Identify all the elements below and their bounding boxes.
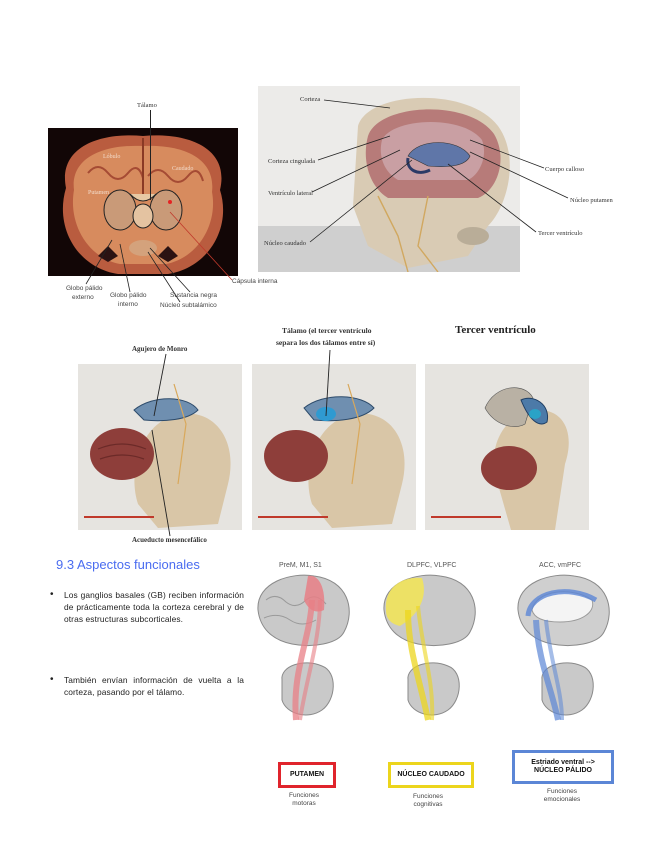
estriado-ventral-text: Estriado ventral --> bbox=[531, 759, 595, 767]
nucleo-palido-tag: Estriado ventral --> NÚCLEO PÁLIDO bbox=[512, 750, 614, 784]
cognitive-circuit-brain-image bbox=[378, 570, 482, 740]
nucleo-palido-text: NÚCLEO PÁLIDO bbox=[534, 767, 592, 775]
func-label-line2: motoras bbox=[278, 800, 330, 808]
bullet-dot-icon: • bbox=[50, 589, 54, 601]
emotional-functions-label: Funciones emocionales bbox=[530, 788, 594, 804]
motor-functions-label: Funciones motoras bbox=[278, 792, 330, 808]
putamen-tag: PUTAMEN bbox=[278, 762, 336, 788]
figure2-leader-lines bbox=[0, 0, 655, 300]
cognitive-functions-label: Funciones cognitivas bbox=[398, 793, 458, 809]
bullet-dot-icon: • bbox=[50, 674, 54, 686]
motor-circuit-brain-image bbox=[252, 570, 356, 740]
region-label-cognitive: DLPFC, VLPFC bbox=[407, 562, 456, 569]
bullet-item-1: • Los ganglios basales (GB) reciben info… bbox=[64, 589, 244, 625]
func-label-line1: Funciones bbox=[278, 792, 330, 800]
section-title: 9.3 Aspectos funcionales bbox=[56, 557, 200, 572]
func-label-line2: cognitivas bbox=[398, 801, 458, 809]
bullet-item-2: • También envían información de vuelta a… bbox=[64, 674, 244, 698]
func-label-line1: Funciones bbox=[530, 788, 594, 796]
func-label-line1: Funciones bbox=[398, 793, 458, 801]
bullet-text-2: También envían información de vuelta a l… bbox=[64, 675, 244, 697]
figure3-leader-lines bbox=[0, 320, 655, 550]
bullet-text-1: Los ganglios basales (GB) reciben inform… bbox=[64, 590, 244, 624]
emotional-circuit-brain-image bbox=[512, 570, 616, 740]
nucleo-caudado-tag: NÚCLEO CAUDADO bbox=[388, 762, 474, 788]
region-label-emotional: ACC, vmPFC bbox=[539, 562, 581, 569]
region-label-motor: PreM, M1, S1 bbox=[279, 562, 322, 569]
func-label-line2: emocionales bbox=[530, 796, 594, 804]
